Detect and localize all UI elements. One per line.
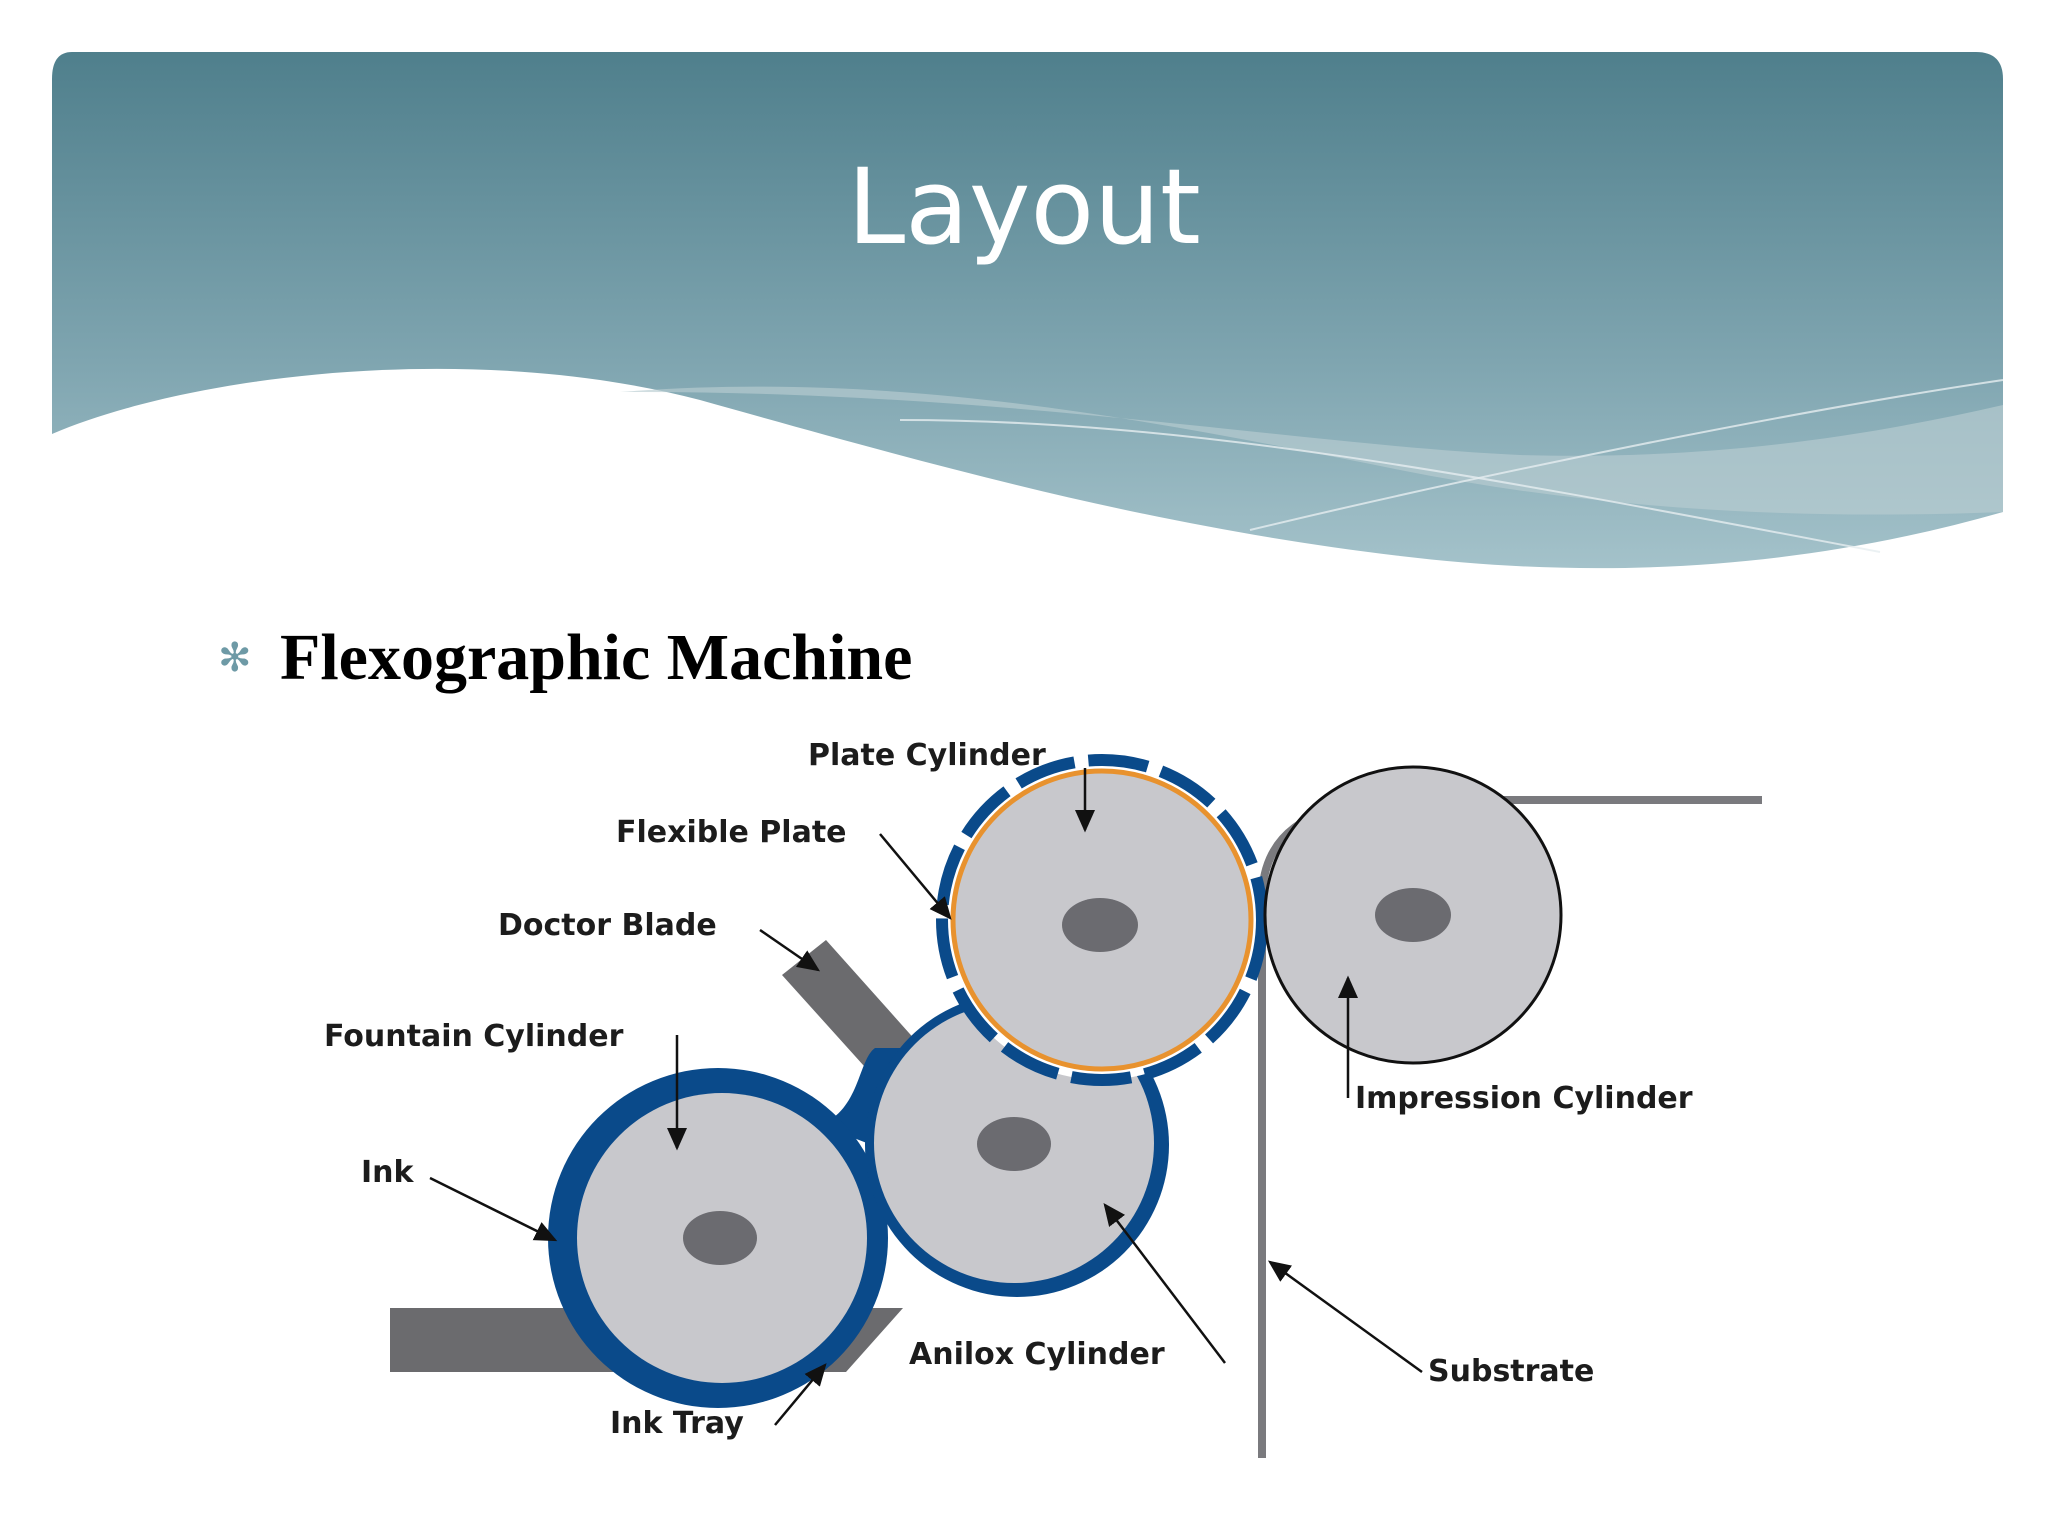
label-fountain-cylinder: Fountain Cylinder	[324, 1019, 624, 1054]
leader-lines	[429, 768, 1423, 1426]
label-impression-cylinder: Impression Cylinder	[1355, 1081, 1693, 1116]
label-plate-cylinder: Plate Cylinder	[808, 738, 1046, 773]
label-doctor-blade: Doctor Blade	[498, 908, 717, 943]
impression-cylinder	[1263, 765, 1563, 1065]
label-substrate: Substrate	[1428, 1354, 1594, 1389]
label-ink: Ink	[361, 1155, 415, 1190]
asterisk-bullet-icon: ✻	[218, 635, 252, 681]
bullet-text: Flexographic Machine	[280, 621, 913, 694]
bullet-item: ✻ Flexographic Machine	[218, 618, 912, 698]
label-ink-tray: Ink Tray	[610, 1406, 744, 1441]
slide-title: Layout	[847, 146, 1201, 268]
label-anilox-cylinder: Anilox Cylinder	[909, 1337, 1165, 1372]
header-wave-banner	[52, 52, 2004, 569]
fountain-cylinder	[548, 1068, 888, 1408]
label-flexible-plate: Flexible Plate	[616, 815, 847, 850]
plate-cylinder	[936, 754, 1268, 1086]
